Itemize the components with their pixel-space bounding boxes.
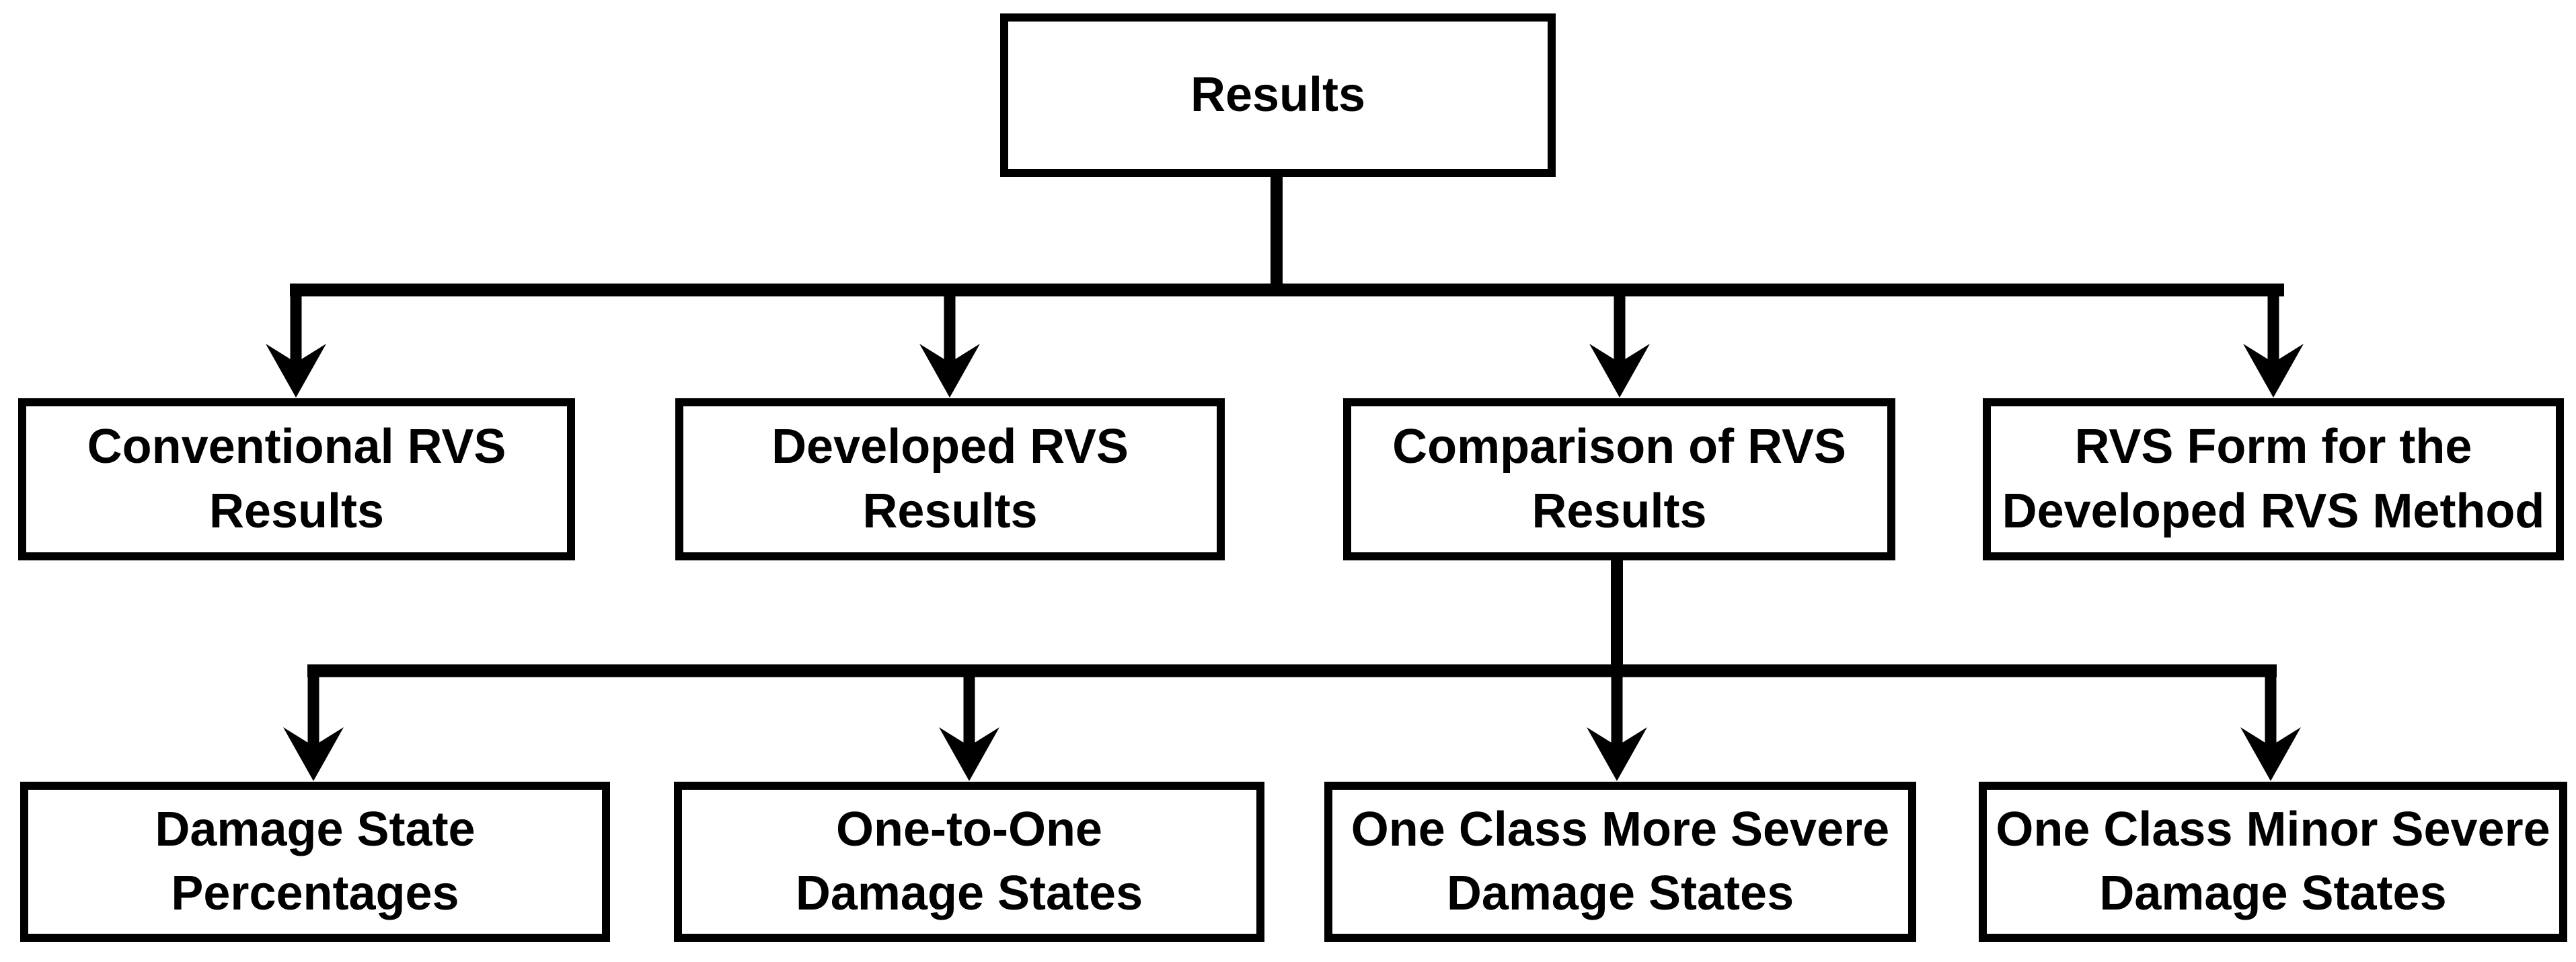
node-rvs-form-developed-method-label: RVS Form for the Developed RVS Method [2002, 420, 2545, 538]
node-one-to-one-damage-states-label: One-to-One Damage States [795, 802, 1143, 920]
arrowhead-conventional-icon [266, 344, 326, 398]
node-results-label: Results [1190, 67, 1366, 122]
connector-comparison-to-level3 [283, 556, 2301, 781]
arrowhead-developed-icon [919, 344, 980, 398]
arrowhead-one-to-one-icon [939, 727, 999, 781]
node-developed-rvs-results-label: Developed RVS Results [771, 420, 1129, 538]
arrowhead-minor-severe-icon [2240, 727, 2301, 781]
node-comparison-of-rvs-results-label: Comparison of RVS Results [1392, 420, 1846, 538]
node-comparison-of-rvs-results: Comparison of RVS Results [1343, 398, 1895, 560]
node-conventional-rvs-results-label: Conventional RVS Results [87, 420, 506, 538]
node-one-class-minor-severe-damage-states: One Class Minor Severe Damage States [1979, 782, 2567, 942]
node-rvs-form-developed-method: RVS Form for the Developed RVS Method [1983, 398, 2564, 560]
arrowhead-rvs-form-icon [2243, 344, 2304, 398]
node-one-to-one-damage-states: One-to-One Damage States [674, 782, 1264, 942]
node-developed-rvs-results: Developed RVS Results [675, 398, 1225, 560]
arrowhead-comparison-icon [1589, 344, 1650, 398]
node-one-class-more-severe-damage-states: One Class More Severe Damage States [1324, 782, 1916, 942]
node-one-class-more-severe-damage-states-label: One Class More Severe Damage States [1351, 802, 1890, 920]
arrowhead-damage-state-icon [283, 727, 344, 781]
node-conventional-rvs-results: Conventional RVS Results [18, 398, 575, 560]
node-results: Results [1000, 13, 1556, 177]
node-damage-state-percentages: Damage State Percentages [20, 782, 610, 942]
arrowhead-more-severe-icon [1587, 727, 1647, 781]
connector-results-to-level2 [266, 168, 2304, 398]
node-damage-state-percentages-label: Damage State Percentages [155, 802, 476, 920]
node-one-class-minor-severe-damage-states-label: One Class Minor Severe Damage States [1996, 802, 2550, 920]
